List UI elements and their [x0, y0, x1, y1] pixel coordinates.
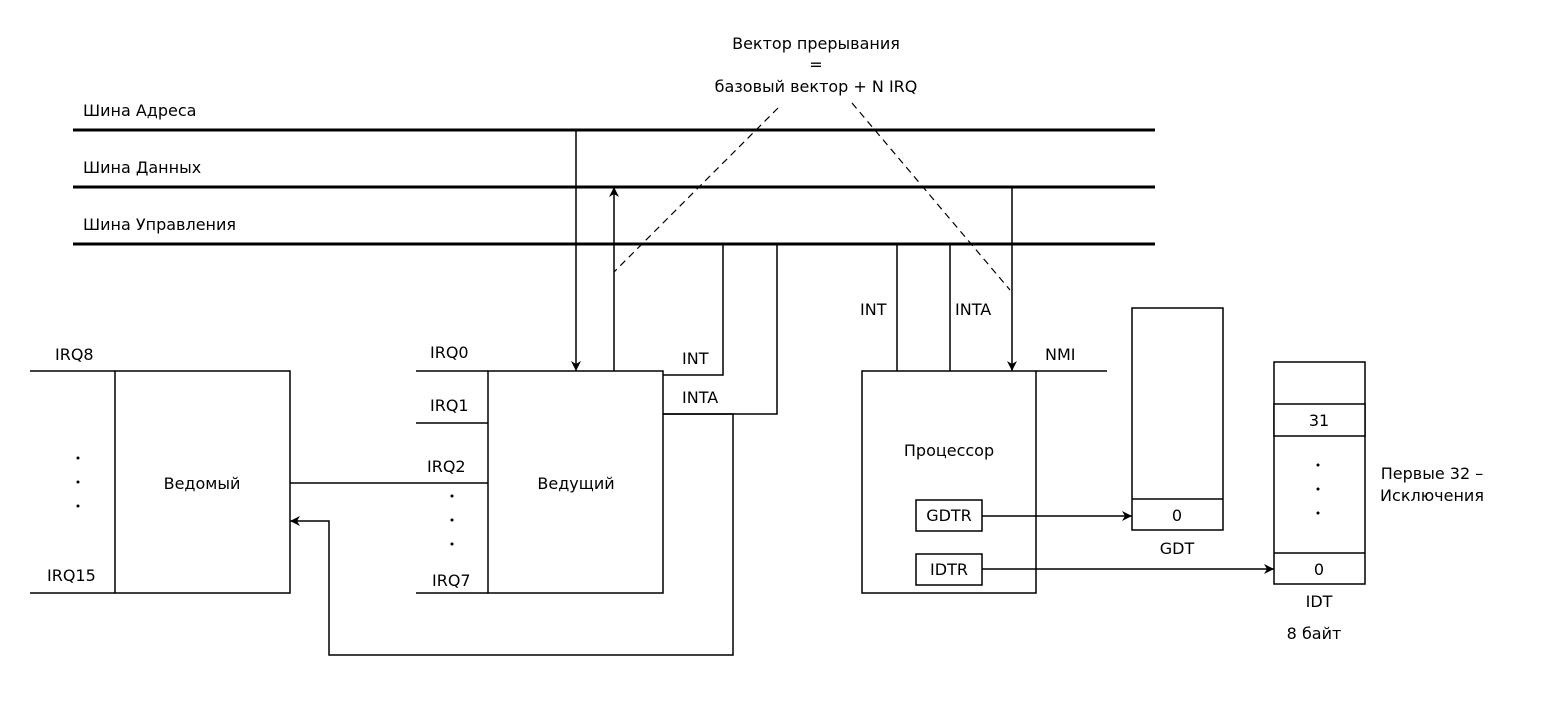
slave-irq-bottom-label: IRQ15 — [47, 566, 96, 585]
processor-label: Процессор — [904, 441, 994, 460]
address-bus-label: Шина Адреса — [83, 101, 196, 120]
idt-entry-0: 0 — [1314, 560, 1324, 579]
slave-irq-top-label: IRQ8 — [55, 345, 94, 364]
master-irq7-label: IRQ7 — [432, 571, 471, 590]
slave-ellipsis-dot — [76, 456, 80, 460]
annotation-line3: базовый вектор + N IRQ — [715, 77, 918, 96]
idt-entry-31: 31 — [1309, 411, 1329, 430]
idt-table — [1273, 361, 1366, 585]
master-int-to-control-line — [663, 244, 724, 376]
annotation-dashed-left — [613, 107, 779, 273]
cpu-inta-label: INTA — [955, 300, 991, 319]
master-irq1-label: IRQ1 — [430, 396, 469, 415]
idt-ellipsis-dot — [1316, 511, 1320, 515]
annotation-line2: = — [809, 55, 822, 74]
data-bus-label: Шина Данных — [83, 158, 201, 177]
cpu-int-label: INT — [860, 300, 887, 319]
master-ellipsis-dot — [450, 518, 454, 522]
slave-pic-box — [114, 370, 291, 594]
master-irq2-label: IRQ2 — [427, 457, 466, 476]
idt-ellipsis-dot — [1316, 463, 1320, 467]
gdtr-register-label: GDTR — [926, 506, 972, 525]
master-ellipsis-dot — [450, 542, 454, 546]
gdt-label: GDT — [1160, 539, 1195, 558]
cpu-nmi-label: NMI — [1045, 345, 1076, 364]
master-inta-label: INTA — [682, 388, 718, 407]
master-pic-box — [487, 370, 664, 594]
idt-note-line1: Первые 32 – — [1381, 464, 1483, 483]
idt-ellipsis-dot — [1316, 487, 1320, 491]
idt-note-line2: Исключения — [1380, 486, 1484, 505]
master-ellipsis-dot — [450, 494, 454, 498]
master-pic-label: Ведущий — [537, 474, 614, 493]
gdt-table — [1131, 307, 1224, 531]
slave-ellipsis-dot — [76, 504, 80, 508]
gdt-entry-0: 0 — [1172, 506, 1182, 525]
idt-entry-31-box — [1273, 403, 1366, 437]
annotation-dashed-right — [851, 102, 1011, 291]
idt-entry-size-label: 8 байт — [1287, 624, 1342, 643]
master-int-label: INT — [682, 349, 709, 368]
idt-label: IDT — [1306, 592, 1333, 611]
master-inta-to-control-line — [663, 244, 778, 415]
master-irq0-label: IRQ0 — [430, 343, 469, 362]
annotation-line1: Вектор прерывания — [732, 34, 900, 53]
idtr-register-label: IDTR — [930, 560, 968, 579]
control-bus-label: Шина Управления — [83, 215, 236, 234]
gdtr-register-box — [915, 499, 983, 532]
slave-ellipsis-dot — [76, 480, 80, 484]
slave-pic-label: Ведомый — [164, 474, 241, 493]
